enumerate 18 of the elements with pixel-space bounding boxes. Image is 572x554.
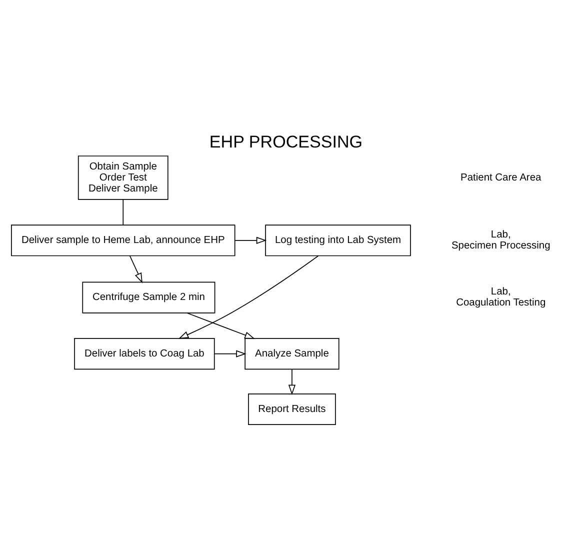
connector [122,198,124,225]
arrow [186,312,255,338]
diagram-title: EHP PROCESSING [209,132,363,151]
label: Lab, Specimen Processing [451,229,550,252]
node-box: Report Results [248,392,336,425]
arrow [214,350,246,357]
label: Patient Care Area [460,172,542,183]
arrow [288,368,296,395]
arrow [178,254,319,338]
node-box: Centrifuge Sample 2 min [82,281,216,313]
node-box: Deliver sample to Heme Lab, announce EHP [11,224,236,256]
node-box: Deliver labels to Coag Lab [74,338,215,370]
node-box: Log testing into Lab System [265,224,411,256]
label: Lab, Coagulation Testing [456,286,546,308]
node-box: Analyze Sample [244,338,340,370]
arrow [129,254,142,283]
node-box: Obtain Sample Order Test Deliver Sample [78,155,168,200]
arrow [234,236,267,244]
